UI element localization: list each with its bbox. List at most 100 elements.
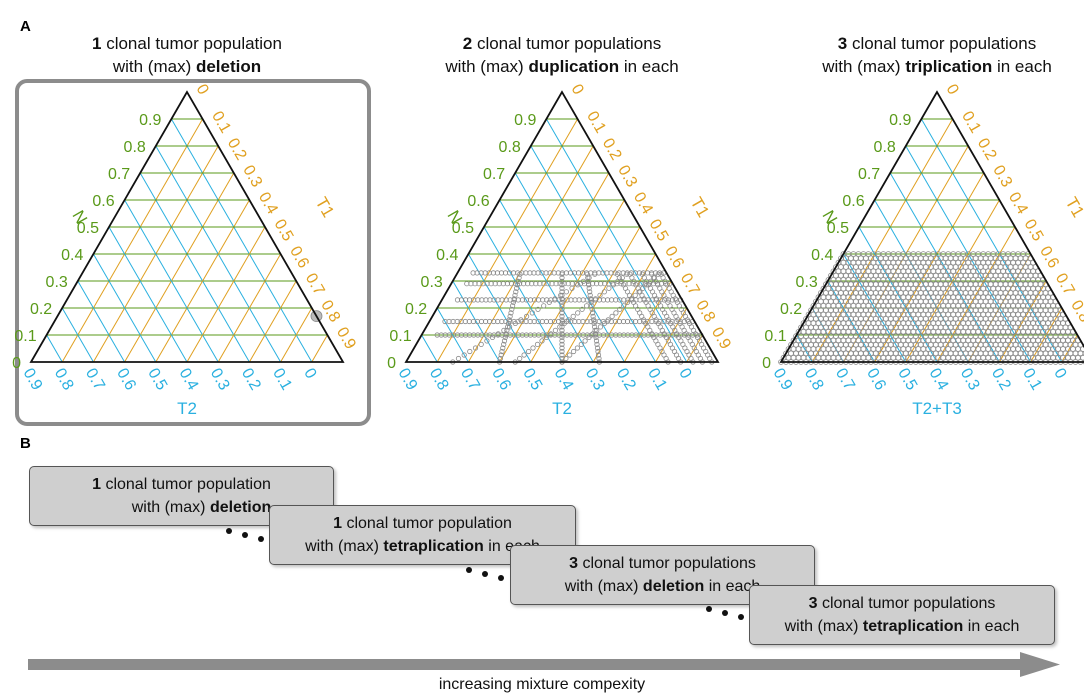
data-point bbox=[595, 352, 602, 358]
data-point bbox=[500, 345, 506, 351]
data-point bbox=[559, 331, 565, 337]
t1-tick-label: 0.3 bbox=[614, 163, 640, 191]
data-point bbox=[910, 285, 917, 292]
box-line1: 1 clonal tumor population bbox=[333, 515, 512, 532]
data-point bbox=[575, 282, 581, 288]
n-tick-label: 0.8 bbox=[499, 139, 521, 156]
data-point bbox=[589, 281, 596, 287]
data-point bbox=[592, 318, 598, 325]
title-number: 2 bbox=[463, 34, 472, 53]
data-point bbox=[985, 328, 991, 335]
data-point bbox=[965, 285, 971, 292]
data-point bbox=[516, 281, 523, 287]
data-point bbox=[555, 270, 561, 276]
t2-tick-label: 0.9 bbox=[770, 366, 796, 394]
data-point bbox=[543, 334, 550, 340]
data-point bbox=[892, 307, 899, 314]
data-point bbox=[621, 332, 627, 338]
grid-line-t2 bbox=[796, 334, 813, 363]
data-point bbox=[1080, 346, 1084, 352]
grid-line-t1 bbox=[217, 253, 282, 363]
data-point bbox=[845, 285, 852, 292]
data-point bbox=[930, 285, 937, 292]
data-point bbox=[559, 352, 565, 358]
t2-tick-label: 0.4 bbox=[176, 366, 202, 394]
data-point bbox=[570, 348, 577, 355]
data-point bbox=[823, 307, 829, 314]
t2-tick-label: 0.9 bbox=[20, 366, 46, 394]
data-point bbox=[843, 350, 849, 357]
data-point bbox=[478, 341, 484, 347]
data-point bbox=[582, 338, 588, 344]
grid-line-t2 bbox=[61, 307, 94, 363]
data-point bbox=[1050, 328, 1056, 335]
data-point bbox=[543, 270, 549, 276]
t1-tick-label: 0.7 bbox=[1052, 271, 1078, 299]
t1-tick-label: 0 bbox=[193, 82, 212, 98]
ellipsis-dot bbox=[482, 571, 488, 577]
data-point bbox=[962, 350, 969, 357]
data-point bbox=[606, 285, 612, 291]
t1-tick-label: 0.9 bbox=[708, 325, 734, 353]
data-point bbox=[564, 332, 570, 338]
n-tick-label: 0.9 bbox=[514, 112, 536, 129]
triangle-outline bbox=[404, 90, 720, 363]
data-point bbox=[1060, 328, 1066, 335]
data-point bbox=[1025, 285, 1031, 292]
grid-line-t2 bbox=[92, 253, 157, 363]
t2-tick-label: 0.7 bbox=[832, 366, 858, 394]
n-tick-label: 0.9 bbox=[889, 112, 911, 129]
t2-tick-label: 0 bbox=[1050, 366, 1069, 382]
data-point bbox=[559, 310, 565, 316]
data-point bbox=[654, 281, 661, 287]
data-point bbox=[1002, 307, 1009, 314]
data-point bbox=[1080, 354, 1084, 361]
data-point bbox=[982, 350, 989, 357]
data-point bbox=[932, 350, 939, 357]
data-point bbox=[1032, 307, 1039, 314]
data-point bbox=[592, 332, 599, 338]
data-point bbox=[912, 264, 919, 270]
n-tick-label: 0.7 bbox=[108, 166, 130, 183]
t1-tick-label: 0.4 bbox=[1005, 190, 1031, 218]
data-point bbox=[641, 332, 647, 338]
data-point bbox=[620, 270, 626, 276]
data-point bbox=[556, 332, 562, 338]
data-point bbox=[925, 285, 932, 292]
data-point bbox=[853, 264, 859, 270]
data-point bbox=[957, 307, 964, 314]
data-point bbox=[920, 285, 927, 292]
t2-tick-label: 0.5 bbox=[519, 366, 545, 394]
data-point bbox=[860, 328, 867, 335]
t2-tick-label: 0.5 bbox=[144, 366, 170, 394]
data-points bbox=[778, 251, 1084, 365]
t1-tick-label: 0.7 bbox=[677, 271, 703, 299]
data-point bbox=[613, 310, 619, 316]
ellipsis-dot bbox=[498, 575, 504, 581]
highlight-frame bbox=[15, 79, 371, 426]
data-point bbox=[527, 270, 533, 276]
n-tick-label: 0.3 bbox=[796, 274, 818, 291]
n-tick-label: 0.2 bbox=[405, 301, 427, 318]
t1-tick-label: 0.5 bbox=[1021, 217, 1047, 245]
data-point bbox=[977, 307, 984, 314]
data-point bbox=[589, 303, 595, 309]
n-tick-label: 0.8 bbox=[124, 139, 146, 156]
data-point bbox=[1057, 350, 1064, 357]
data-point bbox=[559, 285, 565, 291]
data-point bbox=[805, 328, 812, 335]
data-point bbox=[516, 275, 522, 281]
t2-tick-label: 0.8 bbox=[426, 366, 452, 394]
data-point bbox=[559, 348, 565, 355]
ellipsis-dot bbox=[706, 606, 712, 612]
data-point bbox=[559, 306, 565, 312]
data-point bbox=[624, 299, 631, 305]
data-point bbox=[657, 332, 663, 338]
data-point bbox=[955, 328, 961, 335]
data-point bbox=[1005, 328, 1011, 335]
data-point bbox=[1030, 328, 1036, 335]
n-tick-label: 0.6 bbox=[842, 193, 864, 210]
data-point bbox=[1025, 328, 1031, 335]
data-point bbox=[960, 328, 966, 335]
